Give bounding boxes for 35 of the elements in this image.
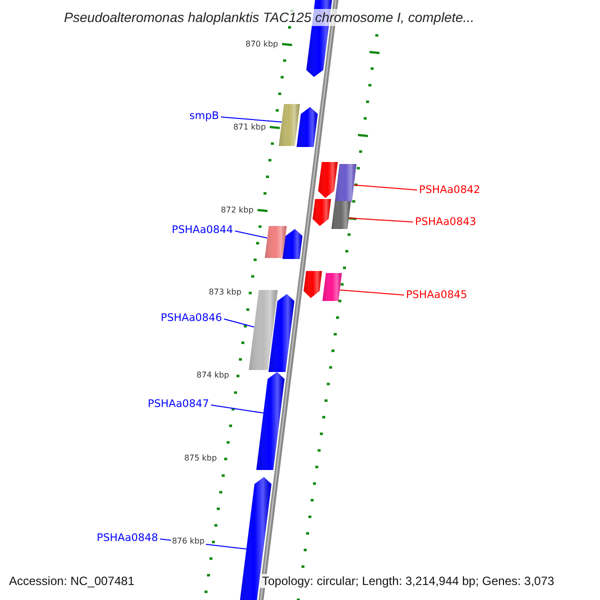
- info-text: Topology: circular; Length: 3,214,944 bp; Genes: 3,073: [260, 574, 556, 588]
- gene-block: [278, 104, 300, 146]
- gene-feature: [282, 229, 302, 259]
- gene-feature: [304, 271, 322, 298]
- scale-label: 871 kbp: [232, 122, 267, 132]
- gene-block: [334, 164, 356, 202]
- gene-feature: [296, 107, 318, 147]
- leader-line: [220, 116, 282, 122]
- gene-label: PSHAa0847: [148, 398, 209, 410]
- leader-line: [224, 318, 255, 328]
- leader-line: [348, 218, 414, 222]
- gene-label: PSHAa0844: [172, 224, 233, 236]
- gene-label: PSHAa0848: [96, 532, 158, 544]
- gene-block: [264, 226, 287, 258]
- gene-label: PSHAa0846: [160, 312, 222, 324]
- scale-label: 870 kbp: [244, 40, 280, 48]
- scale-label: 875 kbp: [183, 454, 218, 462]
- gene-label: PSHAa0845: [406, 289, 468, 301]
- leader-line: [210, 404, 264, 414]
- gene-label: PSHAa0842: [419, 184, 480, 196]
- gene-block: [322, 273, 342, 301]
- gene-label: PSHAa0843: [415, 216, 476, 228]
- info-text: Accession: NC_007481: [7, 574, 136, 588]
- gene-label: smpB: [189, 110, 219, 122]
- leader-line: [353, 184, 418, 190]
- scale-label: 874 kbp: [196, 370, 230, 380]
- scale-label: 873 kbp: [208, 288, 242, 296]
- scale-label: 872 kbp: [220, 206, 255, 214]
- gene-feature: [318, 162, 338, 198]
- gene-feature: [312, 199, 332, 226]
- scale-label: 876 kbp: [170, 536, 206, 546]
- gene-feature: [256, 372, 285, 470]
- gene-feature: [268, 294, 294, 372]
- gene-block: [331, 201, 351, 229]
- leader-line: [339, 290, 404, 296]
